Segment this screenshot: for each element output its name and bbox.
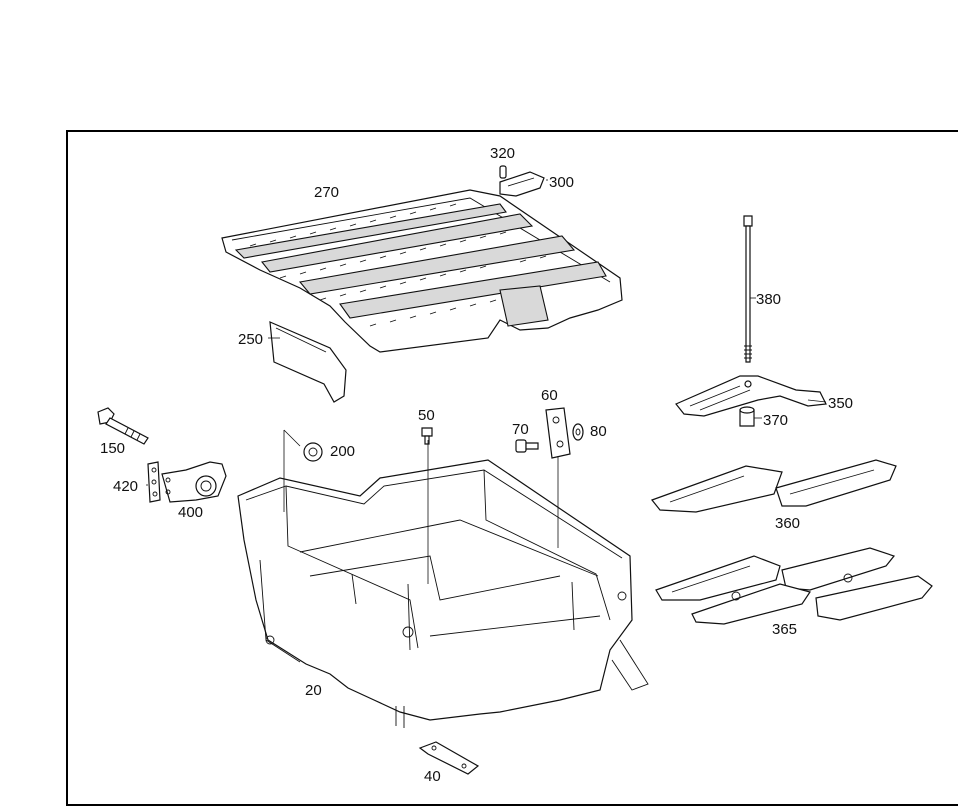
label-370: 370 [763,412,788,429]
label-270: 270 [314,184,339,201]
label-80: 80 [590,423,607,440]
bracket-40 [418,741,480,775]
part-labels: 270 320 300 250 380 350 370 150 200 50 7… [100,145,853,785]
battery-tray-20 [237,459,649,728]
label-200: 200 [330,443,355,460]
bolt-70 [515,439,539,453]
label-420: 420 [113,478,138,495]
diagram-frame [66,130,958,806]
label-50: 50 [418,407,435,424]
label-400: 400 [178,504,203,521]
plate-420 [147,461,161,503]
label-20: 20 [305,682,322,699]
bolt-380 [743,215,753,363]
rails-365 [655,547,933,625]
label-150: 150 [100,440,125,457]
switch-400 [161,461,227,503]
label-350: 350 [828,395,853,412]
pin-320 [499,165,507,179]
clamp-60 [545,407,571,459]
label-40: 40 [424,768,441,785]
label-365: 365 [772,621,797,638]
rails-360 [651,459,897,513]
label-300: 300 [549,174,574,191]
label-250: 250 [238,331,263,348]
washer-80 [572,423,584,441]
leader-lines [146,179,827,584]
label-380: 380 [756,291,781,308]
bracket-350 [675,375,827,417]
panel-250 [269,321,347,403]
nut-200 [303,442,323,462]
bolt-150 [97,407,149,445]
label-320: 320 [490,145,515,162]
battery-cover-270 [221,189,623,353]
screw-50 [421,427,433,445]
sleeve-370 [739,406,755,427]
label-60: 60 [541,387,558,404]
latch-300 [499,171,545,197]
label-70: 70 [512,421,529,438]
label-360: 360 [775,515,800,532]
